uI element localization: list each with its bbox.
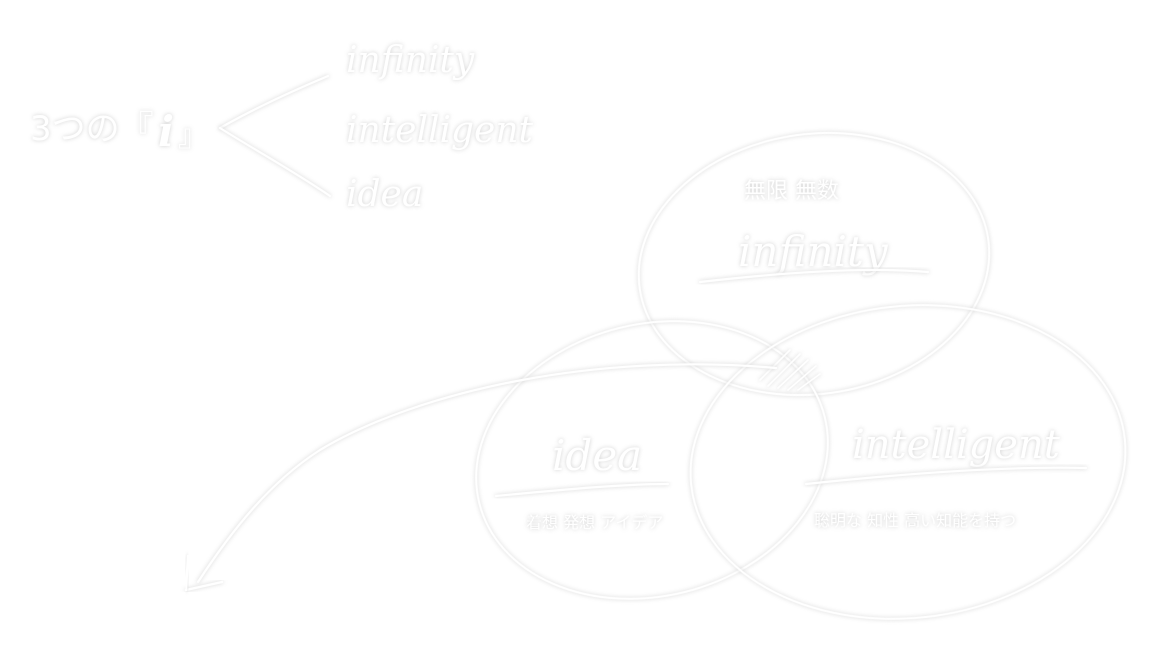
- center-hatch: [759, 349, 821, 391]
- idea-circle-content: idea 着想 発想 アイデア: [494, 431, 670, 532]
- circle-infinity: [637, 131, 991, 397]
- hatch-line: [777, 359, 809, 389]
- arrow-head: [184, 580, 224, 592]
- heading-prefix: 3つの『: [30, 109, 154, 149]
- heading-group: 3つの『 i 』: [30, 107, 208, 156]
- branch-label-idea: idea: [346, 174, 423, 215]
- arrow-head: [184, 554, 190, 592]
- idea-underline: [494, 482, 670, 498]
- arrow-line: [196, 363, 778, 584]
- branch-lines: [218, 74, 332, 198]
- branch-label-infinity: infinity: [346, 40, 475, 81]
- branch-line-infinity: [218, 74, 330, 130]
- branch-label-intelligent: intelligent: [346, 110, 534, 151]
- infinity-circle-content: 無限 無数 infinity: [698, 179, 930, 284]
- heading-suffix: 』: [178, 119, 208, 154]
- intelligent-subtitle: 聡明な 知性 高い知能を持つ: [814, 511, 1016, 530]
- circle-idea: [475, 320, 829, 600]
- infinity-subtitle: 無限 無数: [744, 179, 839, 204]
- arrow-group: [184, 363, 778, 592]
- venn-circles: [475, 131, 1127, 620]
- branch-line-idea: [218, 126, 332, 198]
- intelligent-title: intelligent: [852, 422, 1061, 468]
- idea-title: idea: [552, 431, 642, 480]
- circle-intelligent: [689, 304, 1127, 620]
- idea-subtitle: 着想 発想 アイデア: [526, 513, 663, 532]
- intelligent-underline: [804, 466, 1088, 486]
- hatch-line: [797, 373, 821, 391]
- intelligent-circle-content: intelligent 聡明な 知性 高い知能を持つ: [804, 422, 1088, 530]
- infinity-underline: [698, 268, 930, 284]
- hatch-line: [787, 365, 817, 391]
- hatch-line: [767, 353, 801, 387]
- hatch-line: [759, 349, 791, 381]
- infinity-title: infinity: [738, 227, 889, 276]
- branch-labels: infinity intelligent idea: [346, 40, 534, 215]
- heading-letter: i: [158, 107, 174, 156]
